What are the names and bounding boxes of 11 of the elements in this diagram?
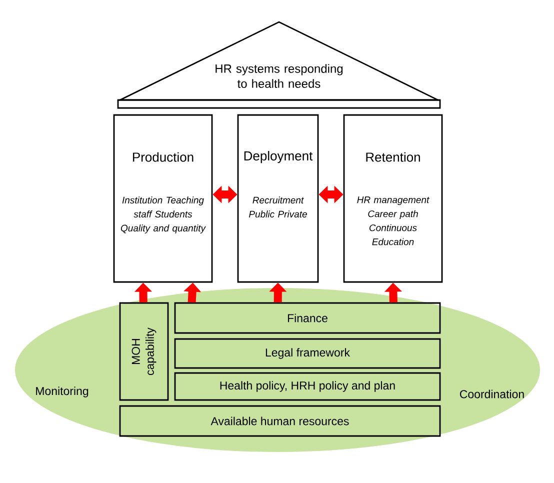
pillar-box: Deployment Recruitment Public Private	[237, 114, 319, 283]
foundation-box: Finance	[174, 302, 441, 334]
foundation-box: MOH capability	[119, 302, 169, 401]
ellipse-background	[15, 288, 540, 452]
foundation-box: Legal framework	[174, 338, 441, 369]
side-label: Coordination	[460, 390, 524, 398]
foundation-box: Available human resources	[119, 405, 441, 437]
pillar-box: Retention HR management Career path Continuous Education	[343, 114, 443, 283]
pillar-box: Production Institution Teaching staff Students Quality and quantity	[113, 114, 213, 283]
side-label: Monitoring	[36, 386, 88, 398]
foundation-box: Health policy, HRH policy and plan	[174, 372, 441, 401]
